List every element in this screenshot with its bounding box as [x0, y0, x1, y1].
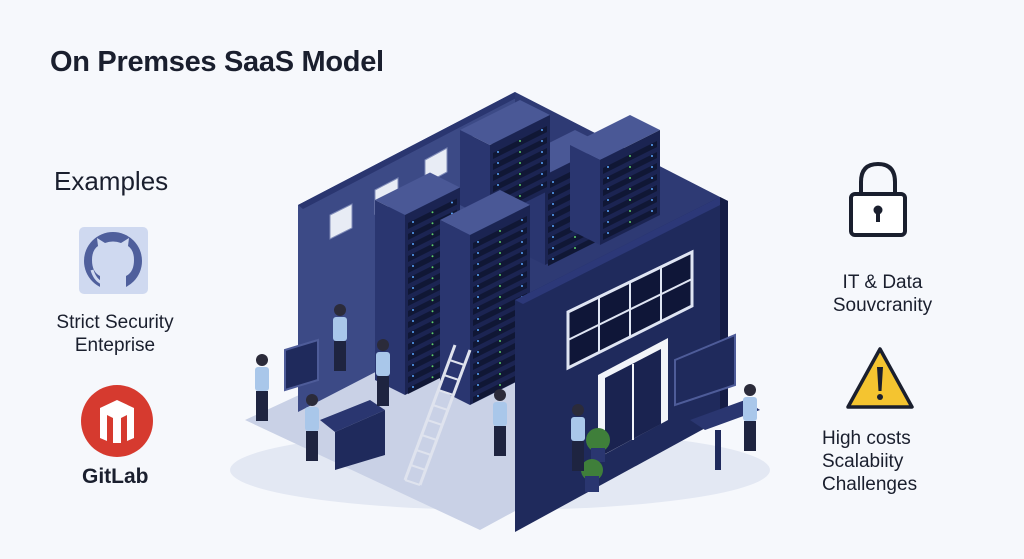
- server-rack: [375, 172, 460, 215]
- sovereignty-label: IT & Data Souvcranity: [832, 272, 933, 316]
- person: [376, 339, 390, 406]
- server-rack: [460, 100, 550, 145]
- person: [493, 389, 507, 456]
- server-rack: [440, 190, 530, 235]
- examples-heading: Examples: [54, 166, 169, 196]
- server-rack: [570, 115, 660, 160]
- github-label: Strict Security Enteprise: [56, 312, 174, 356]
- challenges-label: High costs Scalabiity Challenges: [822, 428, 918, 495]
- person: [333, 304, 347, 371]
- person: [255, 354, 269, 421]
- gitlab-label: GitLab: [82, 465, 149, 488]
- page-title: On Premses SaaS Model: [50, 46, 384, 78]
- person: [743, 384, 757, 451]
- server-racks: [375, 100, 660, 405]
- person: [305, 394, 319, 461]
- person: [571, 404, 585, 471]
- people: [255, 304, 757, 471]
- server-rack: [515, 130, 605, 175]
